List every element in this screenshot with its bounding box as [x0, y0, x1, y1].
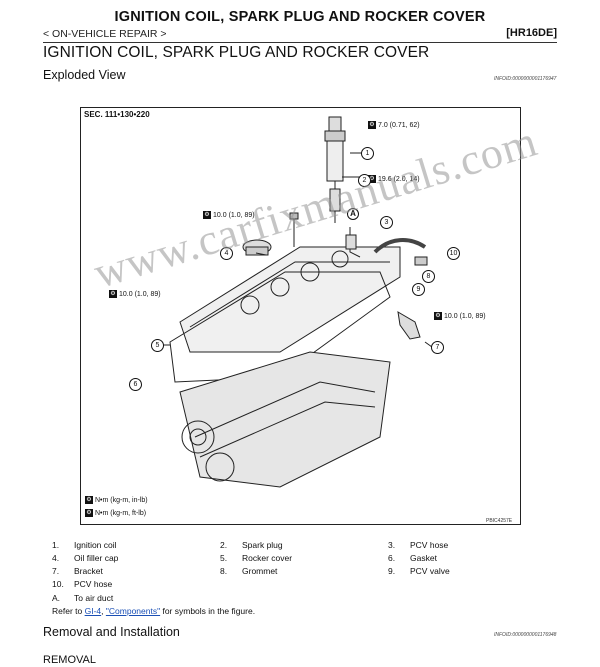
torque-label: ⚙10.0 (1.0, 89) — [434, 312, 486, 320]
figure-section-label: SEC. 111•130•220 — [84, 110, 150, 119]
gasket — [169, 271, 391, 383]
torque-value: 19.6 (2.0, 14) — [378, 175, 420, 183]
refer-separator: , — [101, 606, 106, 616]
part-label: Spark plug — [242, 540, 283, 550]
part-number: 6. — [388, 553, 396, 563]
part-number: 3. — [388, 540, 396, 550]
torque-icon: ⚙ — [85, 496, 93, 504]
callout-3: 3 — [380, 216, 393, 229]
exploded-view-infoid: INFOID:0000000001176947 — [494, 76, 557, 82]
part-number: 7. — [52, 566, 60, 576]
engine-code: [HR16DE] — [506, 27, 557, 39]
figure-ref: PBIC4257E — [486, 518, 513, 524]
part-number: A. — [52, 593, 61, 603]
callout-1: 1 — [361, 147, 374, 160]
torque-icon: ⚙ — [434, 312, 442, 320]
torque-value: 7.0 (0.71, 62) — [378, 121, 420, 129]
part-label: Bracket — [74, 566, 103, 576]
part-label: Ignition coil — [74, 540, 117, 550]
breadcrumb[interactable]: < ON-VEHICLE REPAIR > — [43, 28, 167, 40]
callout-10: 10 — [447, 247, 460, 260]
legend-item: ⚙N•m (kg-m, ft-lb) — [85, 509, 146, 517]
torque-label: ⚙7.0 (0.71, 62) — [368, 121, 420, 129]
part-label: PCV valve — [410, 566, 450, 576]
part-number: 1. — [52, 540, 60, 550]
torque-icon: ⚙ — [368, 175, 376, 183]
part-label: Oil filler cap — [74, 553, 119, 563]
breadcrumb-link[interactable]: < ON-VEHICLE REPAIR > — [43, 28, 167, 40]
callout-4: 4 — [220, 247, 233, 260]
torque-label: ⚙10.0 (1.0, 89) — [203, 211, 255, 219]
part-number: 9. — [388, 566, 396, 576]
callout-5: 5 — [151, 339, 164, 352]
part-label: PCV hose — [74, 579, 113, 589]
removal-subheading: REMOVAL — [43, 654, 96, 666]
exploded-view-figure — [80, 107, 521, 525]
torque-label: ⚙19.6 (2.0, 14) — [368, 175, 420, 183]
rocker-cover — [179, 246, 401, 353]
torque-icon: ⚙ — [85, 509, 93, 517]
callout-9: 9 — [412, 283, 425, 296]
torque-value: 10.0 (1.0, 89) — [444, 312, 486, 320]
torque-icon: ⚙ — [368, 121, 376, 129]
removal-installation-heading: Removal and Installation — [43, 625, 180, 639]
refer-prefix: Refer to — [52, 606, 85, 616]
torque-icon: ⚙ — [203, 211, 211, 219]
header-divider — [43, 42, 557, 43]
callout-7: 7 — [431, 341, 444, 354]
part-label: Gasket — [410, 553, 437, 563]
part-number: 8. — [220, 566, 228, 576]
callout-a: A — [347, 208, 359, 220]
part-label: Rocker cover — [242, 553, 293, 563]
part-number: 4. — [52, 553, 60, 563]
part-label: Grommet — [242, 566, 278, 576]
callout-6: 6 — [129, 378, 142, 391]
torque-value: 10.0 (1.0, 89) — [213, 211, 255, 219]
legend-text: N•m (kg-m, ft-lb) — [95, 509, 147, 517]
torque-value: 10.0 (1.0, 89) — [119, 290, 161, 298]
torque-icon: ⚙ — [109, 290, 117, 298]
link-components[interactable]: "Components" — [105, 606, 161, 616]
document-title: IGNITION COIL, SPARK PLUG AND ROCKER COV… — [114, 9, 486, 25]
part-label: PCV hose — [410, 540, 449, 550]
legend-text: N•m (kg-m, in-lb) — [95, 496, 148, 504]
removal-infoid: INFOID:0000000001176948 — [494, 632, 557, 638]
ignition-coil-top — [328, 116, 342, 132]
bracket — [397, 311, 421, 340]
callout-2: 2 — [358, 174, 371, 187]
torque-label: ⚙10.0 (1.0, 89) — [109, 290, 161, 298]
section-title: IGNITION COIL, SPARK PLUG AND ROCKER COV… — [43, 44, 430, 61]
refer-note: Refer to GI-4, "Components" for symbols … — [52, 606, 255, 616]
refer-suffix: for symbols in the figure. — [160, 606, 256, 616]
part-number: 5. — [220, 553, 228, 563]
part-number: 2. — [220, 540, 228, 550]
engine-diagram — [160, 116, 433, 488]
callout-8: 8 — [422, 270, 435, 283]
exploded-view-heading: Exploded View — [43, 68, 126, 82]
link-gi-4[interactable]: GI-4 — [84, 606, 102, 616]
part-label: To air duct — [74, 593, 114, 603]
part-number: 10. — [52, 579, 64, 589]
legend-item: ⚙N•m (kg-m, in-lb) — [85, 496, 148, 504]
